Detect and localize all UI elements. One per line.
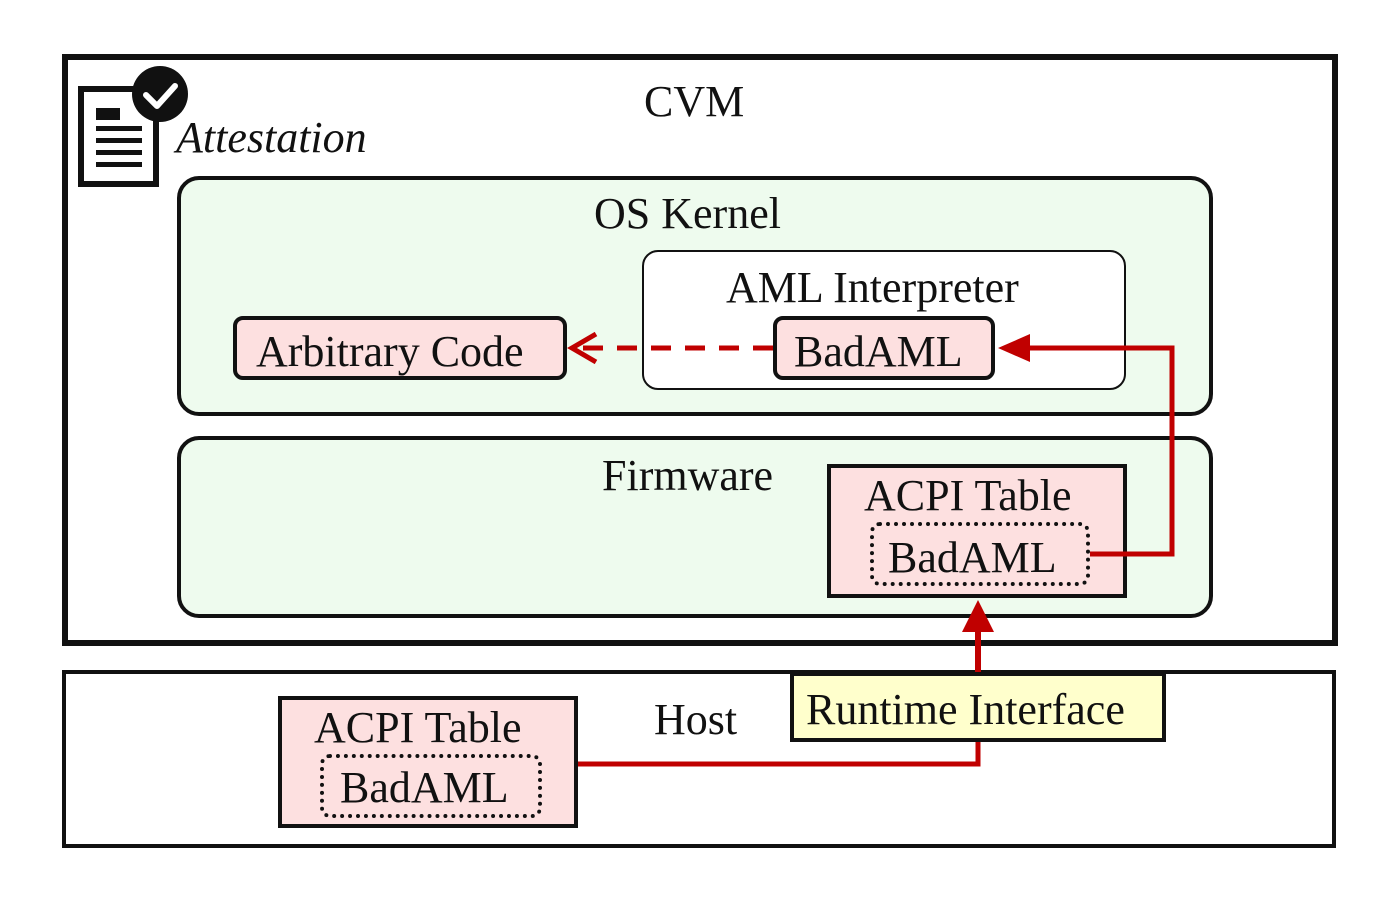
cvm-label: CVM: [644, 77, 745, 126]
arbitrary-code-label: Arbitrary Code: [256, 327, 524, 376]
aml-interpreter-label: AML Interpreter: [726, 263, 1019, 312]
badaml-kernel-label: BadAML: [794, 327, 963, 376]
runtime-interface-label: Runtime Interface: [806, 685, 1125, 734]
acpi-table-firmware-label: ACPI Table: [864, 471, 1072, 520]
arbitrary-code-box: [233, 316, 567, 380]
acpi-table-host-label: ACPI Table: [314, 703, 522, 752]
firmware-label: Firmware: [602, 451, 774, 500]
badaml-host-label: BadAML: [340, 763, 509, 812]
badaml-firmware-label: BadAML: [888, 533, 1057, 582]
document-check-icon: [78, 66, 188, 187]
badaml-firmware-box: [870, 522, 1090, 586]
arrow-host-to-firmware: [578, 742, 981, 767]
badaml-kernel-box: [773, 316, 995, 380]
badaml-host-box: [320, 754, 542, 818]
arrowhead-kernel-badaml: [998, 334, 1030, 362]
os-kernel-label: OS Kernel: [594, 189, 781, 238]
arrowhead-code: [567, 331, 598, 365]
arrow-firmware-to-kernel: [1030, 345, 1175, 557]
arrowhead-acpi: [962, 600, 994, 632]
host-label: Host: [654, 695, 738, 744]
runtime-interface-box: [790, 672, 1166, 742]
attestation-label: Attestation: [176, 113, 367, 162]
